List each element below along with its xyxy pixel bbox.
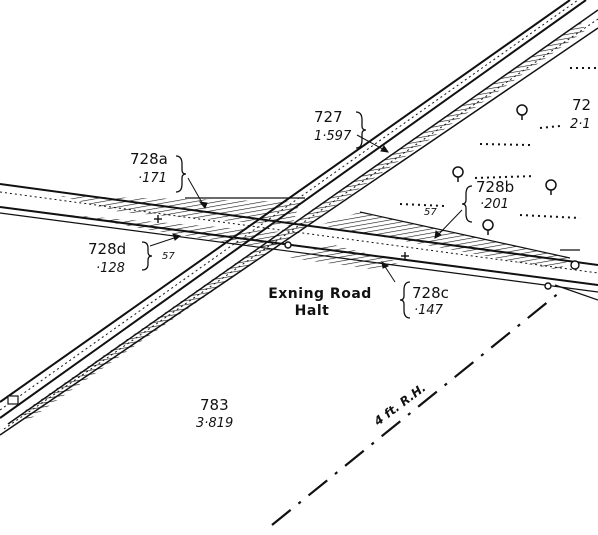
spot-height-east: 57 bbox=[424, 207, 437, 218]
parcel-727-area: 1·597 bbox=[314, 129, 352, 144]
tree-symbols bbox=[452, 104, 557, 235]
label-braces bbox=[141, 111, 473, 319]
parcel-783-number: 783 bbox=[200, 396, 229, 414]
tree-icon bbox=[452, 166, 464, 182]
parcel-72-number: 72 bbox=[572, 96, 592, 114]
station-name-line2: Halt bbox=[294, 303, 330, 319]
parcel-728d-number: 728d bbox=[88, 240, 127, 258]
parcel-728d-area: ·128 bbox=[96, 261, 125, 276]
station-name-line1: Exning Road bbox=[268, 286, 372, 302]
parcel-728b-number: 728b bbox=[476, 178, 515, 196]
spot-height-west: 57 bbox=[162, 251, 175, 262]
tree-icon bbox=[516, 104, 528, 120]
parcel-728c-area: ·147 bbox=[414, 303, 443, 318]
parcel-boundaries bbox=[185, 197, 598, 301]
parcel-728a-number: 728a bbox=[130, 150, 168, 168]
rh-boundary-line bbox=[271, 291, 561, 526]
cutting-wedges bbox=[60, 196, 570, 270]
bridge-crossing bbox=[7, 241, 580, 405]
parcel-727-number: 727 bbox=[314, 108, 343, 126]
parcel-728b-area: ·201 bbox=[480, 197, 509, 212]
parcel-728c-number: 728c bbox=[412, 284, 449, 302]
bank-marks bbox=[399, 67, 598, 219]
railway-embankment-hatching bbox=[20, 22, 586, 422]
parcel-72-area: 2·1 bbox=[570, 117, 591, 132]
tree-icon bbox=[482, 219, 494, 235]
bench-marks bbox=[154, 215, 409, 260]
parcel-783-area: 3·819 bbox=[196, 416, 234, 431]
parcel-728a-area: ·171 bbox=[138, 171, 167, 186]
label-leaders bbox=[149, 134, 463, 283]
tree-icon bbox=[545, 179, 557, 195]
